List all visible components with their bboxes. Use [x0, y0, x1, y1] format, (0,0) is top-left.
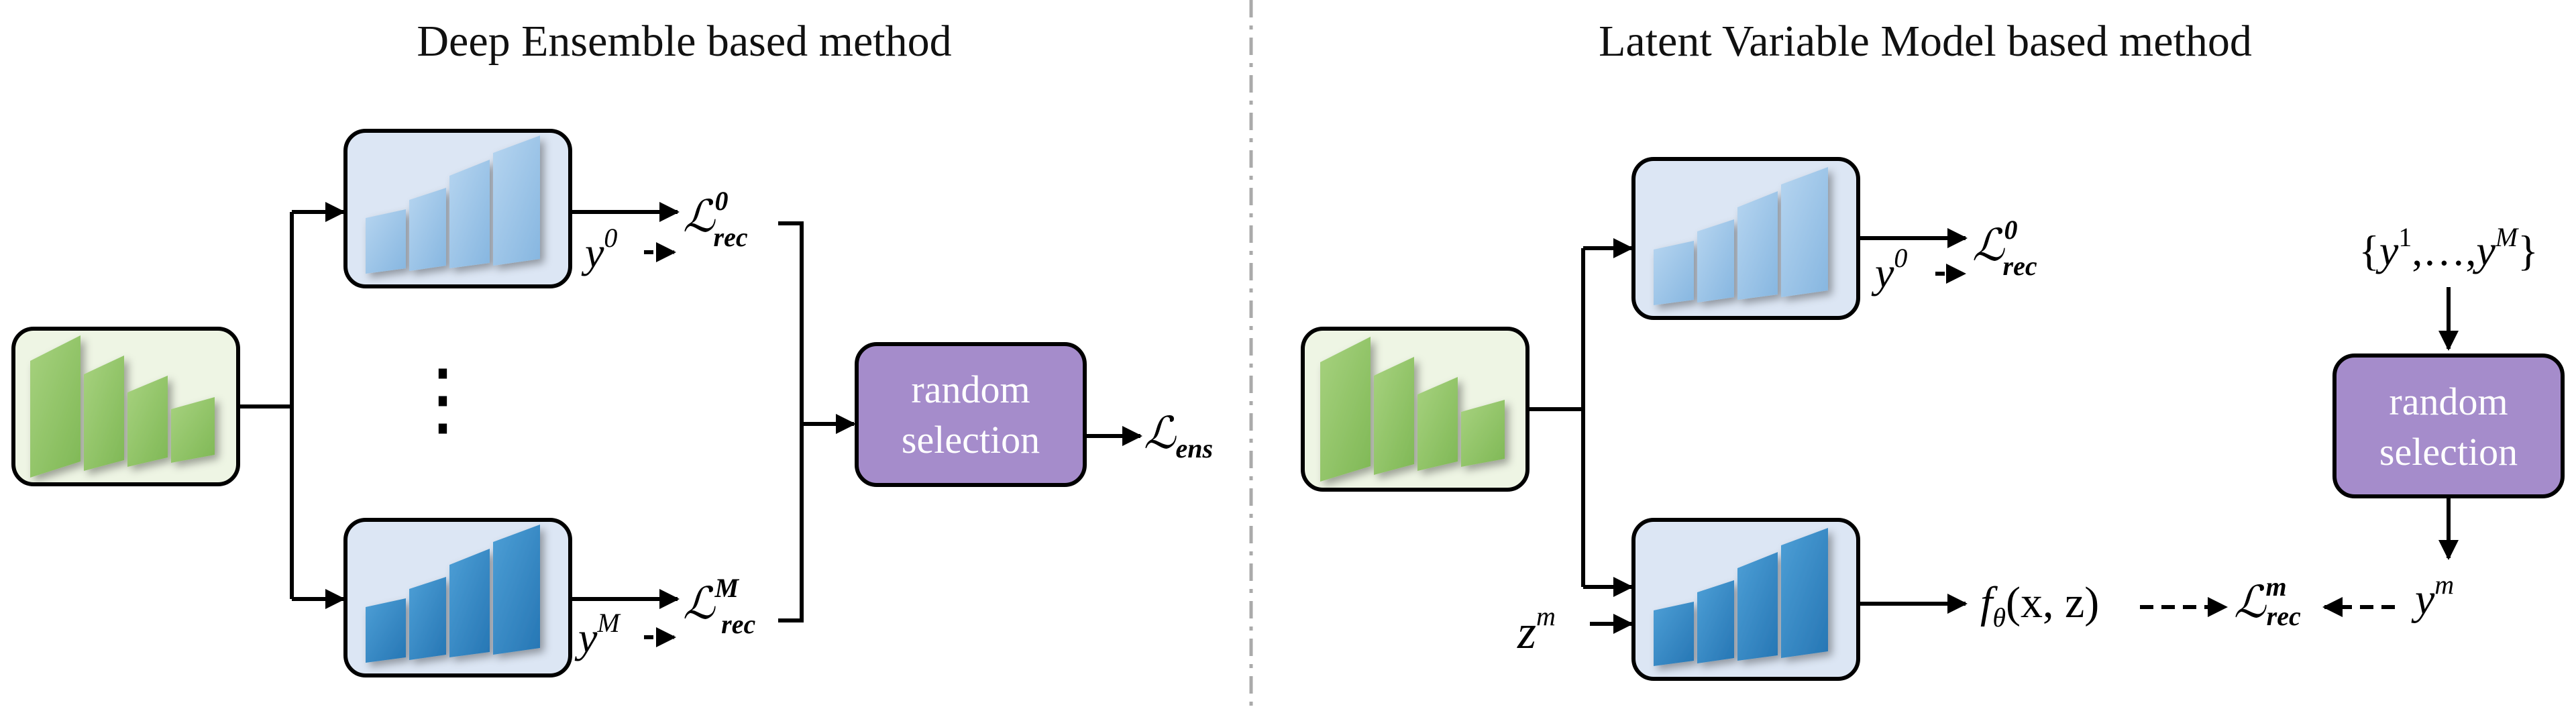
ensemble-ellipsis: ⋮: [402, 354, 483, 443]
left-y0-label: y0: [581, 223, 617, 276]
svg-text:random: random: [2389, 380, 2508, 423]
z-label: zm: [1517, 601, 1556, 659]
ym-label: ym: [2411, 569, 2454, 624]
svg-text:selection: selection: [902, 418, 1040, 461]
left-top-output: [570, 202, 680, 262]
svg-text:selection: selection: [2379, 430, 2518, 474]
input-network-left: [11, 327, 240, 486]
f-theta-label: fθ(x, z): [1980, 578, 2099, 633]
random-selection-right: random selection: [2332, 354, 2565, 498]
random-selection-left: random selection: [855, 342, 1087, 487]
left-title: Deep Ensemble based method: [417, 17, 951, 66]
left-loss-bracket: [778, 221, 856, 622]
generator-network-top: [1631, 157, 1860, 320]
loss-ens-label: ℒens: [1144, 409, 1213, 464]
right-y0-label: y0: [1871, 243, 1907, 296]
left-input-connectors: [238, 202, 345, 609]
left-yM-label: yM: [574, 608, 621, 661]
left-bottom-output: [570, 589, 680, 647]
svg-text:random: random: [911, 368, 1030, 411]
right-title: Latent Variable Model based method: [1599, 17, 2252, 66]
generator-network-bottom: [1631, 518, 1860, 681]
right-input-connectors: [1527, 238, 1633, 597]
ensemble-member-top: [343, 129, 572, 288]
target-set-label: {y1,…,yM}: [2359, 222, 2538, 274]
ensemble-member-bottom: [343, 518, 572, 677]
input-network-right: [1301, 327, 1529, 492]
right-top-output: [1858, 228, 1968, 284]
